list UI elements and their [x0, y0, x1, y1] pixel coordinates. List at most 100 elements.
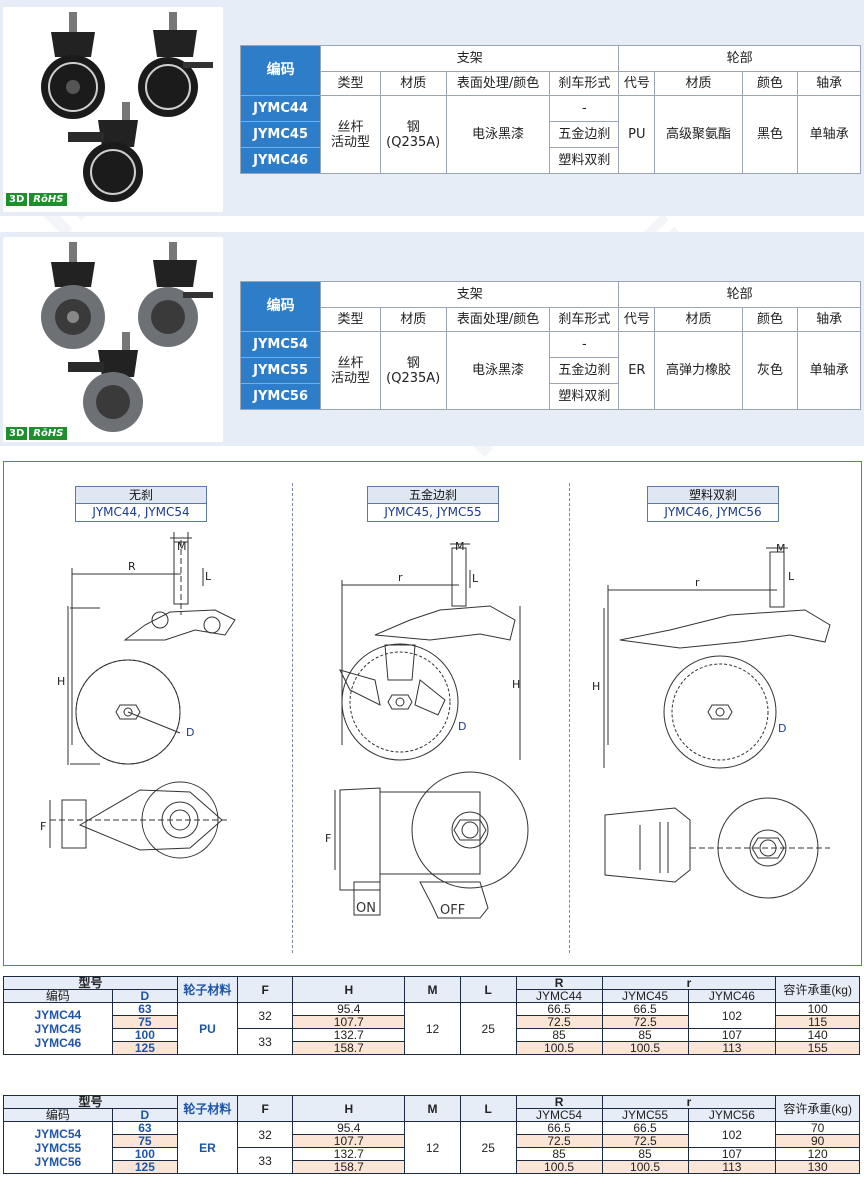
hdr-sub-R: JYMC54	[515, 1108, 603, 1122]
hdr-m: M	[404, 976, 461, 1003]
product-panel-2: 3D RōHS 编码 支架 轮部 类型 材质 表面处理/颜色 刹车形式 代号 材…	[0, 232, 864, 446]
drawing-no-brake: M R L H D F	[40, 532, 236, 859]
h-value: 95.4	[292, 1002, 406, 1016]
spec-table-2: 编码 支架 轮部 类型 材质 表面处理/颜色 刹车形式 代号 材质 颜色 轴承 …	[239, 281, 861, 410]
code: JYMC55	[34, 1140, 82, 1155]
bearing-cell: 单轴承	[797, 331, 861, 410]
load-value: 70	[775, 1121, 860, 1135]
f-value: 33	[236, 1147, 294, 1174]
code-cell: JYMC44	[239, 95, 322, 122]
header-wheel: 轮部	[618, 45, 861, 72]
badge-rohs: RōHS	[29, 193, 68, 206]
hdr-h: H	[292, 1095, 406, 1122]
h-value: 132.7	[292, 1028, 406, 1042]
color-cell: 灰色	[741, 331, 799, 410]
r1-value: 66.5	[601, 1121, 689, 1135]
sub-color: 颜色	[741, 71, 799, 96]
f-value: 32	[236, 1002, 294, 1029]
dim-d: D	[458, 720, 466, 733]
view-title: 无刹	[76, 487, 206, 504]
drawing-double-brake: M r L H D	[592, 542, 831, 899]
view-label-no-brake: 无刹 JYMC44, JYMC54	[75, 486, 207, 522]
code: JYMC56	[34, 1154, 82, 1169]
dim-m: M	[455, 540, 465, 553]
hdr-model: 型号	[2, 1095, 179, 1109]
r1-value: 85	[601, 1028, 689, 1042]
r1-value: 72.5	[601, 1134, 689, 1148]
hdr-sub-r1: JYMC45	[601, 989, 689, 1003]
dim-d: D	[186, 726, 194, 739]
spec-table-1: 编码 支架 轮部 类型 材质 表面处理/颜色 刹车形式 代号 材质 颜色 轴承 …	[239, 45, 861, 174]
hdr-h: H	[292, 976, 406, 1003]
sub-bearing: 轴承	[797, 71, 861, 96]
sub-surface: 表面处理/颜色	[445, 307, 551, 332]
header-wheel: 轮部	[618, 281, 861, 308]
R-value: 100.5	[515, 1160, 603, 1174]
type-cell: 丝杆 活动型	[320, 331, 381, 410]
hdr-f: F	[236, 1095, 294, 1122]
r2-value: 113	[687, 1160, 777, 1174]
sub-material: 材质	[379, 71, 447, 96]
r2-value: 107	[687, 1147, 777, 1161]
h-value: 107.7	[292, 1015, 406, 1029]
hdr-sub-r1: JYMC55	[601, 1108, 689, 1122]
d-value: 125	[111, 1160, 179, 1174]
caster-image	[41, 12, 213, 202]
caster-image	[41, 242, 213, 432]
r1-value: 85	[601, 1147, 689, 1161]
d-value: 100	[111, 1028, 179, 1042]
product-photo	[3, 237, 223, 442]
hdr-code: 编码	[3, 1108, 113, 1122]
dim-l: L	[788, 570, 795, 583]
hdr-R: R	[515, 976, 603, 990]
dimension-table-2: 型号 轮子材料 F H M L R r 容许承重(kg) 编码 D JYMC54…	[2, 1095, 860, 1174]
r2-value: 102	[687, 1002, 777, 1029]
hdr-r: r	[601, 976, 777, 990]
load-value: 115	[775, 1015, 860, 1029]
hdr-l: L	[459, 976, 517, 1003]
brake-cell: 塑料双刹	[549, 147, 620, 174]
h-value: 107.7	[292, 1134, 406, 1148]
m-value: 12	[404, 1121, 461, 1174]
dim-l: L	[472, 572, 479, 585]
hdr-load: 容许承重(kg)	[775, 1095, 860, 1122]
sub-brake: 刹车形式	[549, 307, 620, 332]
hdr-R: R	[515, 1095, 603, 1109]
hdr-wheel-material: 轮子材料	[177, 1095, 238, 1122]
f-value: 32	[236, 1121, 294, 1148]
code-cell: JYMC45	[239, 121, 322, 148]
divider	[292, 483, 293, 953]
material-cell: 钢 (Q235A)	[379, 331, 447, 410]
material-cell: 钢 (Q235A)	[379, 95, 447, 174]
wheel-material-cell: 高弹力橡胶	[654, 331, 743, 410]
badge-3d: 3D	[6, 427, 28, 440]
sub-wheel-material: 材质	[654, 307, 743, 332]
sub-type: 类型	[320, 71, 381, 96]
badges: 3D RōHS	[6, 193, 68, 206]
badge-3d: 3D	[6, 193, 28, 206]
wheel-material: ER	[177, 1121, 238, 1174]
h-value: 95.4	[292, 1121, 406, 1135]
R-value: 72.5	[515, 1015, 603, 1029]
dim-m: M	[177, 540, 187, 553]
dim-r-small: r	[398, 571, 403, 584]
sub-surface: 表面处理/颜色	[445, 71, 551, 96]
wheel-code-cell: ER	[618, 331, 656, 410]
d-value: 100	[111, 1147, 179, 1161]
sub-wheel-material: 材质	[654, 71, 743, 96]
wheel-material-cell: 高级聚氨酯	[654, 95, 743, 174]
R-value: 66.5	[515, 1002, 603, 1016]
view-models: JYMC45, JYMC55	[384, 505, 482, 519]
brake-cell: 五金边刹	[549, 357, 620, 384]
bearing-cell: 单轴承	[797, 95, 861, 174]
codes-cell: JYMC44 JYMC45 JYMC46	[3, 1002, 113, 1055]
brake-cell: 五金边刹	[549, 121, 620, 148]
dim-h: H	[592, 680, 600, 693]
header-code: 编码	[239, 45, 322, 96]
header-bracket: 支架	[320, 281, 620, 308]
hdr-d: D	[111, 1108, 179, 1122]
code: JYMC46	[34, 1035, 82, 1050]
view-models: JYMC44, JYMC54	[92, 505, 190, 519]
hdr-load: 容许承重(kg)	[775, 976, 860, 1003]
R-value: 85	[515, 1028, 603, 1042]
